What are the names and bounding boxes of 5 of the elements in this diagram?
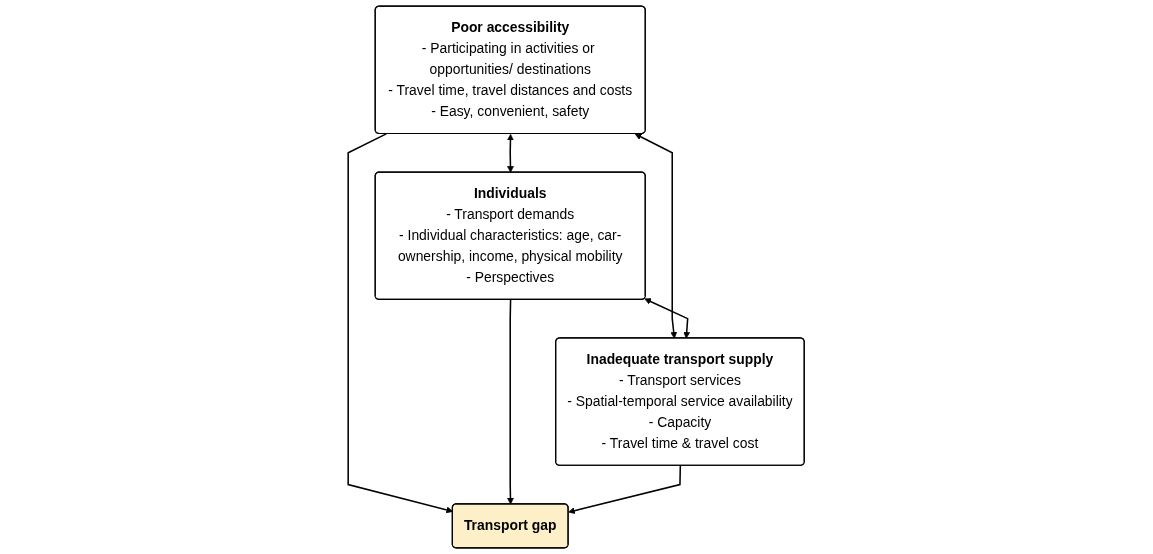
arrow	[644, 298, 691, 339]
arrow	[507, 133, 515, 173]
arrow	[568, 464, 682, 514]
arrow	[507, 299, 515, 505]
arrow	[635, 133, 678, 339]
